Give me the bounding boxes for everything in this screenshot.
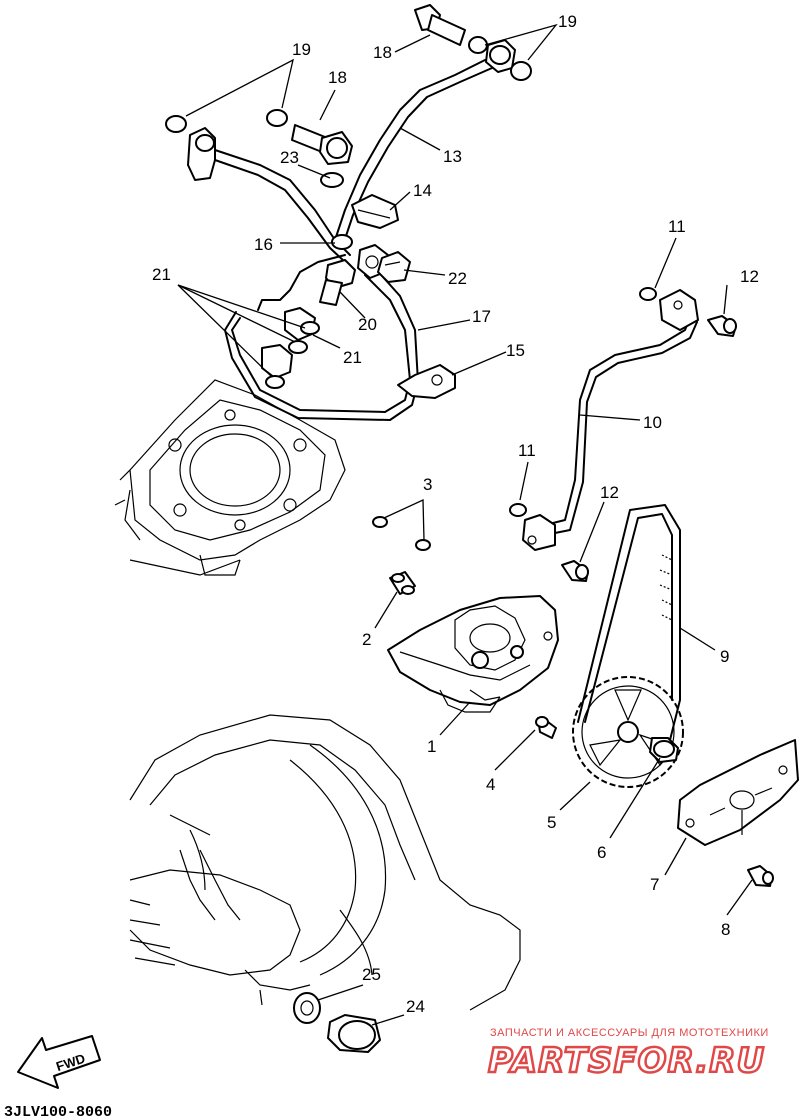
- clip-16: [331, 234, 353, 250]
- sprocket-bolt: [649, 737, 679, 763]
- oil-pipe-17: [224, 254, 419, 421]
- callout-14: 14: [413, 181, 432, 200]
- callout-7: 7: [650, 875, 659, 894]
- callout-10: 10: [643, 413, 662, 432]
- chain-cover: [677, 739, 799, 846]
- callout-4: 4: [486, 775, 495, 794]
- drain-bolt-24: [327, 1014, 381, 1053]
- diagram-code: 3JLV100-8060: [4, 1104, 112, 1120]
- washer-25: [293, 992, 321, 1024]
- callout-8: 8: [721, 920, 730, 939]
- callout-2: 2: [362, 630, 371, 649]
- forward-arrow-icon: FWD: [17, 1035, 101, 1089]
- callout-21-lower: 21: [343, 348, 362, 367]
- bracket-15: [397, 364, 456, 399]
- callout-15: 15: [506, 341, 525, 360]
- callout-12-lower: 12: [600, 483, 619, 502]
- bolt-4: [535, 716, 557, 739]
- callout-24: 24: [406, 997, 425, 1016]
- watermark: ЗАПЧАСТИ И АКСЕССУАРЫ ДЛЯ МОТОТЕХНИКИ PA…: [487, 1027, 769, 1082]
- callout-25: 25: [362, 965, 381, 984]
- bolt-8: [747, 865, 774, 887]
- callout-19-left: 19: [292, 40, 311, 59]
- callout-9: 9: [720, 647, 729, 666]
- union-bolt-20: [319, 259, 356, 306]
- o-rings-11: [509, 287, 657, 517]
- callout-17: 17: [472, 307, 491, 326]
- callout-6: 6: [597, 843, 606, 862]
- callout-3: 3: [423, 475, 432, 494]
- callout-5: 5: [547, 813, 556, 832]
- washers-19: [165, 36, 532, 133]
- leader-lines: [177, 23, 753, 1026]
- callout-11-lower: 11: [518, 441, 536, 460]
- watermark-brand: PARTSFOR.RU: [488, 1041, 765, 1081]
- callout-18-left: 18: [328, 68, 347, 87]
- callout-13: 13: [443, 147, 462, 166]
- callout-18-upper: 18: [373, 43, 392, 62]
- drive-chain: [577, 504, 681, 741]
- washers-21: [265, 321, 320, 389]
- bolts-12: [561, 315, 737, 582]
- oil-pipe-10: [522, 289, 699, 551]
- callout-12-upper: 12: [740, 267, 759, 286]
- callout-numbers: 1 2 3 4 5 6 7 8 9 10 11 11 12 12 13 14 1…: [152, 12, 759, 1016]
- callout-1: 1: [427, 737, 436, 756]
- o-rings-3: [372, 516, 431, 551]
- callout-22: 22: [448, 269, 467, 288]
- callout-23: 23: [280, 148, 299, 167]
- cylinder-head-outline: [114, 379, 346, 576]
- watermark-tagline: ЗАПЧАСТИ И АКСЕССУАРЫ ДЛЯ МОТОТЕХНИКИ: [490, 1027, 769, 1039]
- callout-16: 16: [254, 235, 273, 254]
- callout-11-upper: 11: [668, 217, 686, 236]
- callout-19-right: 19: [558, 12, 577, 31]
- callout-20: 20: [358, 315, 377, 334]
- banjo-fittings: [187, 39, 516, 379]
- oil-pump: [387, 595, 559, 713]
- crankcase-outline: [129, 714, 521, 1011]
- dowel-pin: [389, 571, 416, 595]
- union-bolts-18: [291, 4, 466, 165]
- callout-21-upper: 21: [152, 265, 171, 284]
- sprocket: [572, 676, 684, 788]
- cap-22: [377, 251, 411, 283]
- pipe-clamp-14: [351, 194, 399, 229]
